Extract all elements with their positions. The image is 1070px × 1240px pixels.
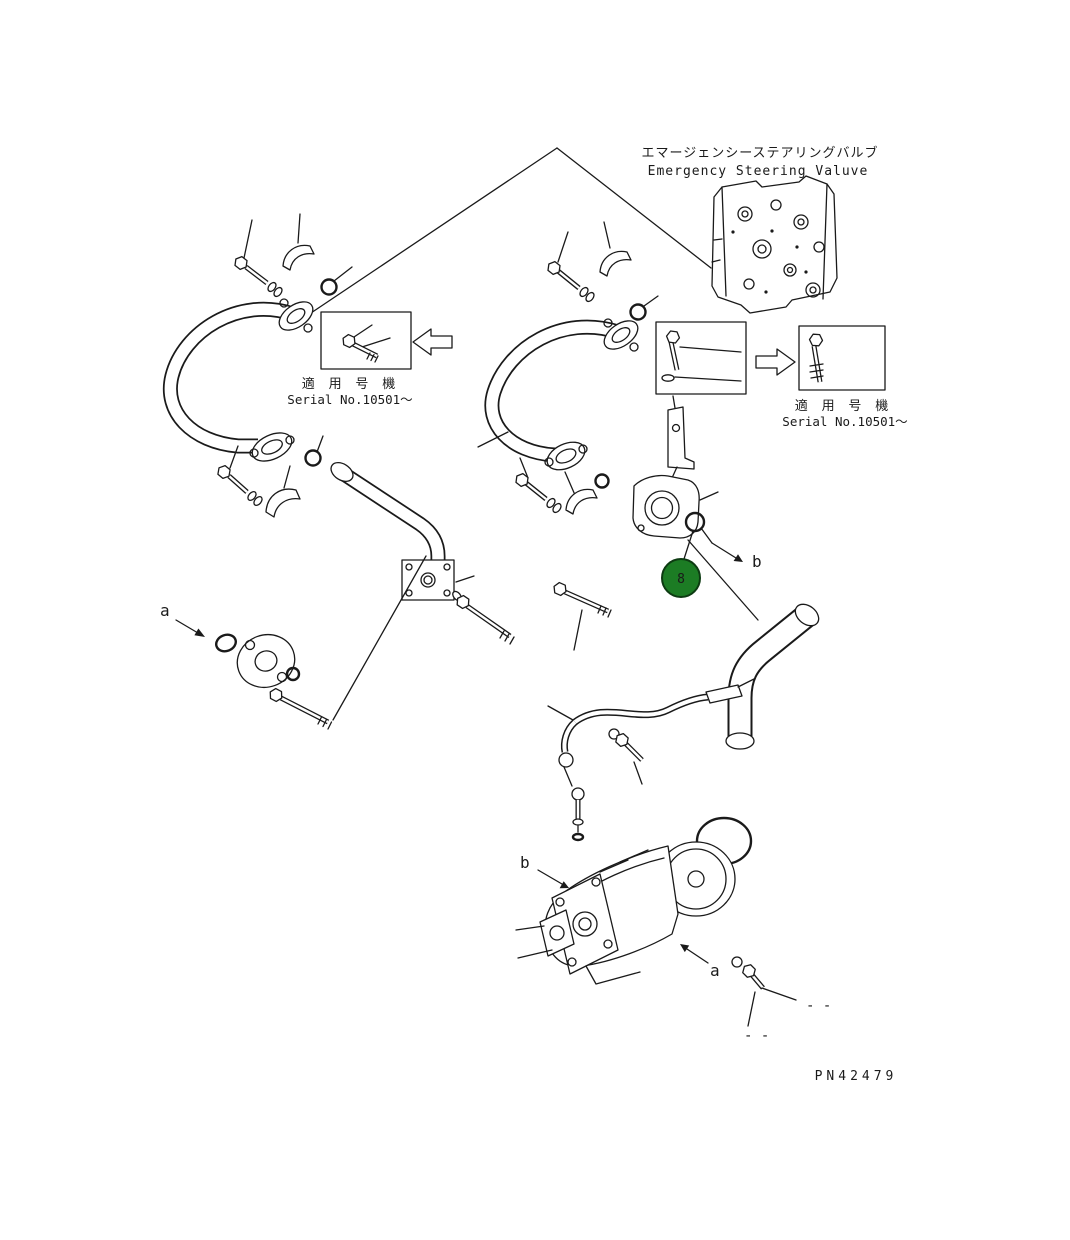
bolt: [512, 470, 548, 501]
serial-right-jp: 適 用 号 機: [795, 398, 891, 414]
flange-a-assembly: a: [160, 555, 427, 730]
o-ring: [304, 449, 322, 467]
pipe-clamp: [599, 250, 632, 277]
pipe-clamp: [565, 488, 598, 515]
washer: [253, 496, 263, 506]
elbow-pipe-assembly: [330, 461, 515, 645]
ref-a-lower: a: [710, 961, 720, 980]
bolt: [266, 686, 333, 730]
washer: [273, 286, 283, 298]
serial-left-jp: 適 用 号 機: [302, 376, 398, 392]
serial-callout-right: 適 用 号 機 Serial No.10501～: [655, 321, 908, 429]
leader-lines-top: [304, 147, 712, 318]
o-ring: [684, 511, 706, 533]
title-japanese: エマージェンシーステアリングバルブ: [641, 145, 878, 161]
bolt: [214, 462, 249, 494]
hose-assembly: [547, 678, 755, 842]
washer: [661, 374, 675, 382]
center-pipe-assembly: [477, 318, 639, 471]
pump-assembly: [515, 841, 736, 985]
left-pipe-assembly: [163, 298, 314, 462]
center-pipe-hardware-lower: [512, 457, 610, 515]
serial-callout-left: 適 用 号 機 Serial No.10501～: [287, 311, 453, 407]
washer: [267, 281, 277, 293]
arrow-a-lower-head: [680, 944, 690, 953]
washer: [247, 491, 257, 501]
continuation-dash-1: - -: [806, 998, 831, 1014]
serial-left-no: Serial No.10501～: [287, 392, 412, 407]
badge-8-label: 8: [677, 572, 685, 587]
o-ring: [629, 303, 647, 321]
ref-a-upper: a: [160, 601, 170, 620]
o-ring-b-group: b: [684, 511, 762, 571]
o-ring: [594, 473, 610, 489]
part-badge-8[interactable]: 8: [661, 530, 701, 598]
ref-b-lower-group: b: [520, 853, 569, 889]
pump-port-flange: [539, 909, 575, 957]
bolt: [544, 258, 581, 290]
flange: [236, 633, 296, 689]
washer: [552, 502, 562, 514]
o-ring: [320, 278, 338, 296]
bolt: [452, 590, 515, 645]
badge-circle[interactable]: [661, 558, 701, 598]
washer: [731, 956, 743, 968]
title-block: エマージェンシーステアリングバルブ Emergency Steering Val…: [641, 145, 878, 179]
title-english: Emergency Steering Valuve: [648, 164, 869, 179]
bolt: [665, 329, 681, 371]
drawing-number: PN42479: [815, 1069, 898, 1084]
ref-a-lower-group: a: [680, 944, 720, 980]
bolt-bottom-right: - - - -: [731, 956, 831, 1044]
washer: [546, 497, 556, 509]
valve-clamp-block: [632, 474, 719, 539]
elbow-hardware: [214, 435, 324, 518]
continuation-dash-2: - -: [744, 1028, 769, 1044]
o-ring: [215, 633, 237, 653]
long-bolt-center: [551, 580, 612, 651]
hose-fitting: [705, 684, 743, 704]
arrow-b-upper-head: [733, 554, 743, 562]
bolt: [608, 728, 644, 785]
washer: [579, 286, 589, 298]
emergency-steering-valve-block: [711, 175, 838, 314]
arrow-a-upper-head: [194, 628, 205, 637]
mounting-bracket: [667, 395, 695, 479]
center-pipe-hardware-upper: [544, 221, 659, 321]
elbow-fitting: [558, 752, 574, 768]
ref-b-upper: b: [752, 552, 762, 571]
serial-right-no: Serial No.10501～: [782, 414, 907, 429]
washer: [585, 291, 595, 303]
arrow-left-icon: [412, 328, 453, 356]
o-ring: [285, 666, 301, 682]
bolt: [808, 333, 824, 383]
o-ring-small: [571, 832, 585, 842]
bolt: [340, 332, 379, 363]
ref-b-lower: b: [520, 853, 530, 872]
pipe-clamp: [282, 244, 315, 271]
bolt: [231, 253, 269, 285]
left-pipe-hardware: [231, 213, 353, 298]
pipe-clamp: [265, 488, 301, 518]
grease-fitting: [571, 787, 585, 826]
arrow-b-lower-head: [559, 881, 569, 889]
arrow-right-icon: [755, 348, 796, 376]
right-elbow-pipe: [687, 539, 820, 750]
